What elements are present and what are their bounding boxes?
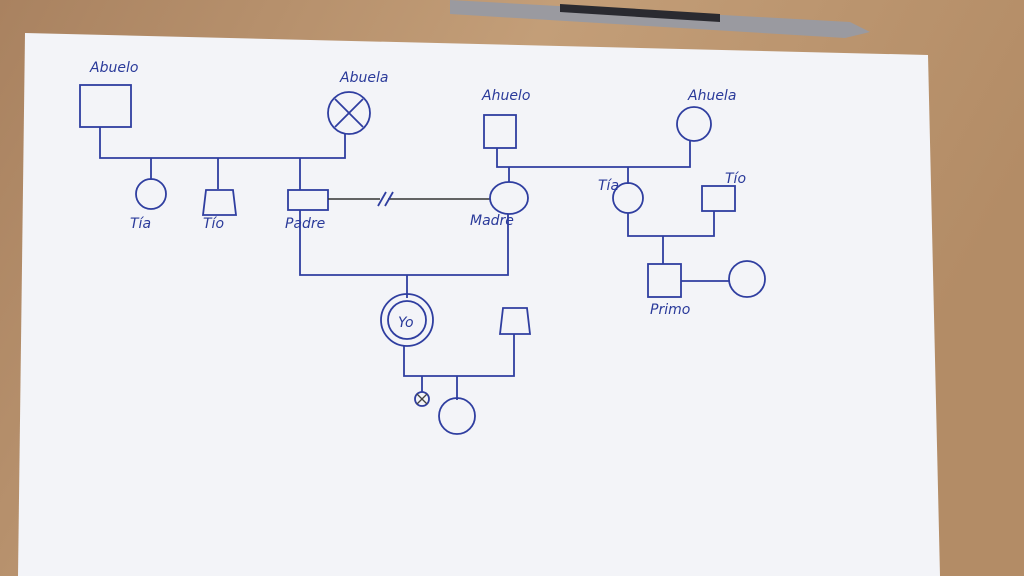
cousin-partner-circle xyxy=(728,260,766,298)
mother-label: Madre xyxy=(470,213,514,229)
cousin-lines xyxy=(627,211,715,264)
maternal-grandfather-label: Ahuelo xyxy=(481,88,530,104)
self-partner-square xyxy=(498,307,532,335)
self-label: Yo xyxy=(398,315,414,331)
paternal-uncle-square xyxy=(201,189,238,216)
paternal-sibship-lines xyxy=(99,127,346,190)
self-children-lines xyxy=(403,334,515,400)
maternal-grandmother-label: Ahuela xyxy=(687,88,736,104)
maternal-sibship-lines xyxy=(496,141,691,184)
paternal-grandmother-label: Abuela xyxy=(339,70,388,86)
paternal-aunt-label: Tía xyxy=(130,216,151,232)
father-square xyxy=(287,189,329,211)
paternal-uncle-label: Tío xyxy=(203,216,224,232)
paternal-grandmother-deceased-circle xyxy=(327,91,371,135)
deceased-child-small-circle xyxy=(414,391,430,407)
mother-circle xyxy=(489,181,529,215)
paper-sheet xyxy=(18,33,940,576)
father-label: Padre xyxy=(285,216,325,232)
uncle-by-marriage-square xyxy=(701,185,736,212)
paternal-grandfather-square xyxy=(79,84,132,128)
divorce-mark xyxy=(377,191,394,207)
pen xyxy=(450,0,870,38)
self-inner-circle xyxy=(387,300,427,340)
paternal-aunt-circle xyxy=(135,178,167,210)
uncle-by-marriage-label: Tío xyxy=(725,171,746,187)
paternal-grandfather-label: Abuelo xyxy=(89,60,138,76)
maternal-grandmother-circle xyxy=(676,106,712,142)
self-outer-circle xyxy=(380,293,434,347)
maternal-aunt-label: Tía xyxy=(598,178,619,194)
maternal-grandfather-square xyxy=(483,114,517,149)
cousin-label: Primo xyxy=(650,302,690,318)
child-circle xyxy=(438,397,476,435)
